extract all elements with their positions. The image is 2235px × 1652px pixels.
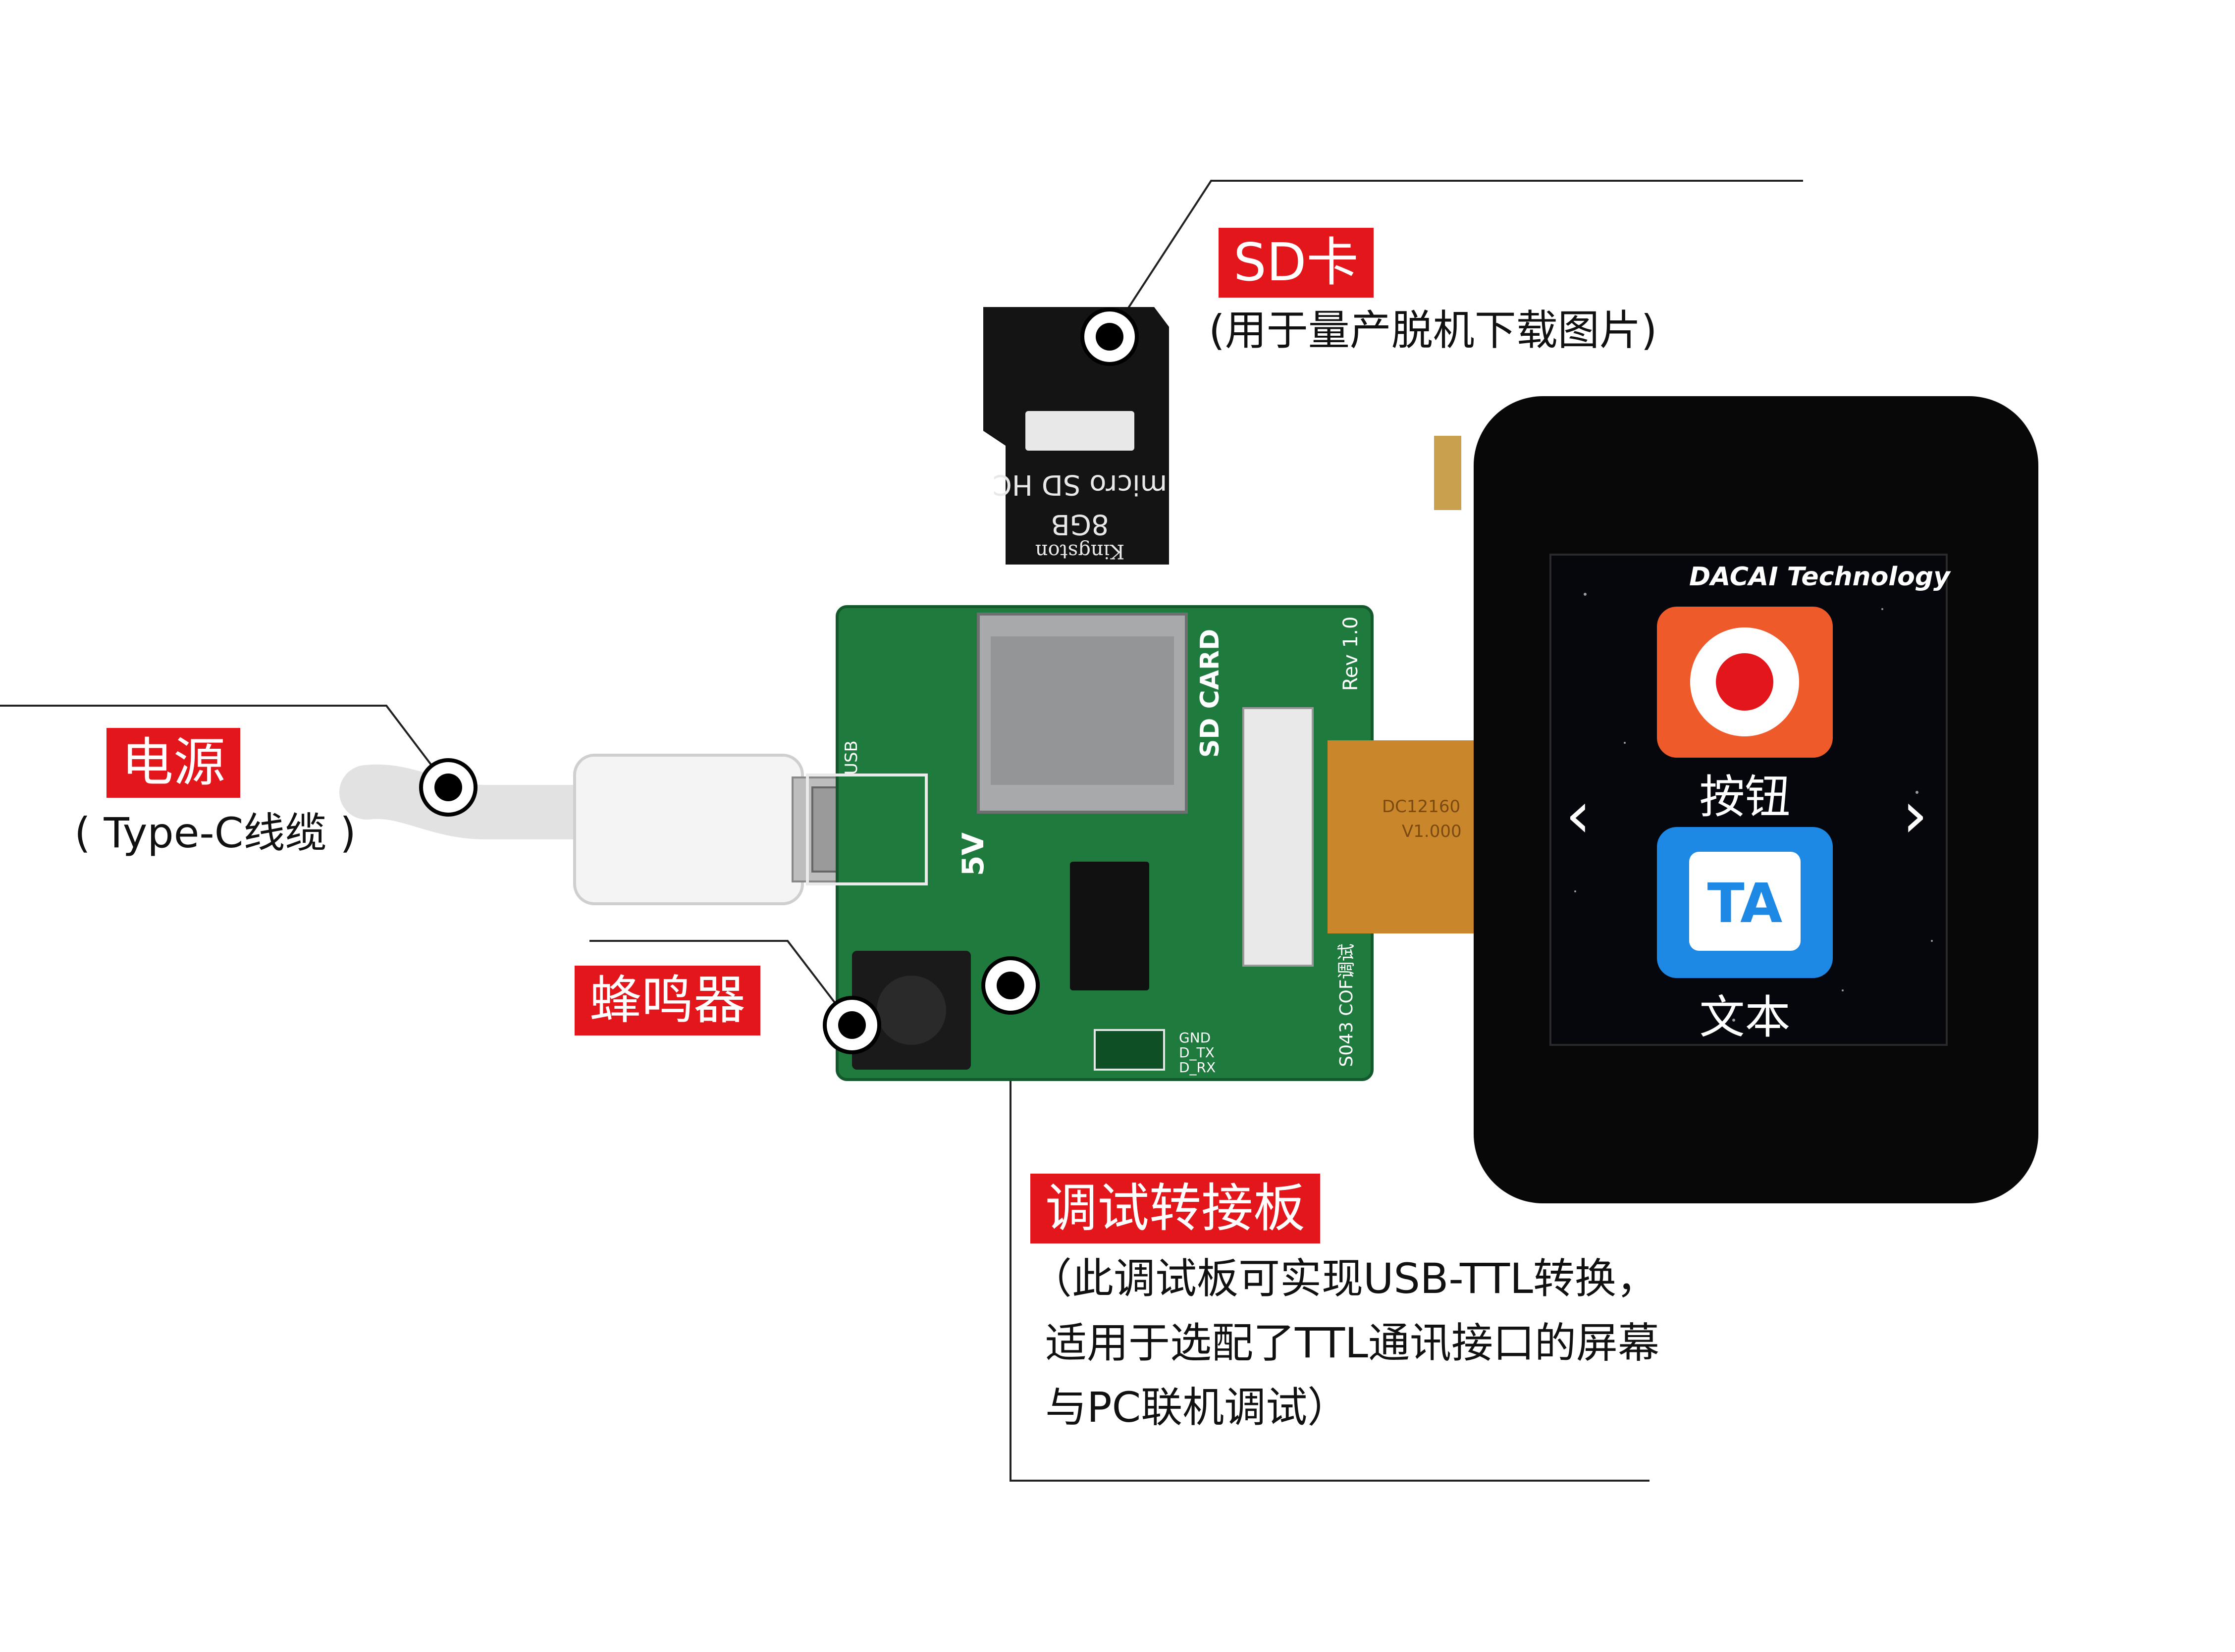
- flex-marking-2: V1.000: [1402, 822, 1462, 841]
- power-title: 电源: [106, 728, 241, 798]
- debug-board-note-line-2: 适用于选配了TTL通讯接口的屏幕: [1045, 1319, 1659, 1367]
- sd-print-brand: Kingston: [1035, 540, 1125, 563]
- lcd-module: [1474, 396, 2038, 1203]
- prev-arrow-icon[interactable]: ‹: [1565, 777, 1591, 852]
- micro-sd-card-image: micro SD HC 8GB Kingston: [983, 307, 1169, 565]
- power-note: ( Type-C线缆 ): [74, 809, 356, 857]
- flex-marking-1: DC12160: [1382, 797, 1460, 817]
- leader-lines: [0, 180, 1803, 1482]
- flex-cable: DC12160 V1.000: [1328, 436, 1491, 933]
- pin-sd-icon: [1080, 308, 1139, 366]
- leader-debug: [1010, 985, 1650, 1482]
- sd-card-title: SD卡: [1219, 228, 1374, 298]
- pin-power-icon: [419, 758, 478, 817]
- pcb-pin-tx: D_TX: [1179, 1044, 1215, 1061]
- sd-card-note: (用于量产脱机下载图片): [1209, 306, 1657, 355]
- text-icon: TA: [1707, 872, 1783, 935]
- buzzer-title: 蜂鸣器: [575, 966, 761, 1035]
- pcb-5v-label: 5V: [956, 832, 991, 876]
- pin-debug-icon: [981, 956, 1040, 1015]
- sd-print-capacity: 8GB: [1051, 508, 1109, 540]
- debug-board-title: 调试转接板: [1030, 1174, 1321, 1243]
- pin-buzzer-icon: [823, 996, 881, 1054]
- next-arrow-icon[interactable]: ›: [1902, 777, 1928, 852]
- leader-power: [0, 705, 449, 788]
- leader-buzzer: [589, 940, 853, 1026]
- pcb-board: SD CARD Rev 1.0 USB 5V S043 COF调试 GND D_…: [806, 605, 1374, 1081]
- text-button-label[interactable]: 文本: [1699, 991, 1791, 1044]
- debug-board-note-line-3: 与PC联机调试）: [1045, 1383, 1349, 1432]
- pcb-rev-label: Rev 1.0: [1339, 617, 1362, 691]
- pcb-usb-label: USB: [842, 740, 861, 775]
- sd-print-type: micro SD HC: [993, 468, 1167, 501]
- callout-pins: [419, 308, 1139, 1054]
- pcb-sd-card-label: SD CARD: [1195, 629, 1225, 758]
- leader-sd: [1109, 180, 1803, 338]
- pcb-pin-gnd: GND: [1179, 1030, 1211, 1046]
- pcb-model-label: S043 COF调试: [1336, 943, 1357, 1067]
- record-button-label[interactable]: 按钮: [1699, 771, 1791, 824]
- screen-brand: DACAI Technology: [1689, 562, 1950, 592]
- debug-board-note-line-1: （此调试板可实现USB-TTL转换，: [1030, 1254, 1658, 1303]
- pcb-pin-rx: D_RX: [1179, 1059, 1216, 1076]
